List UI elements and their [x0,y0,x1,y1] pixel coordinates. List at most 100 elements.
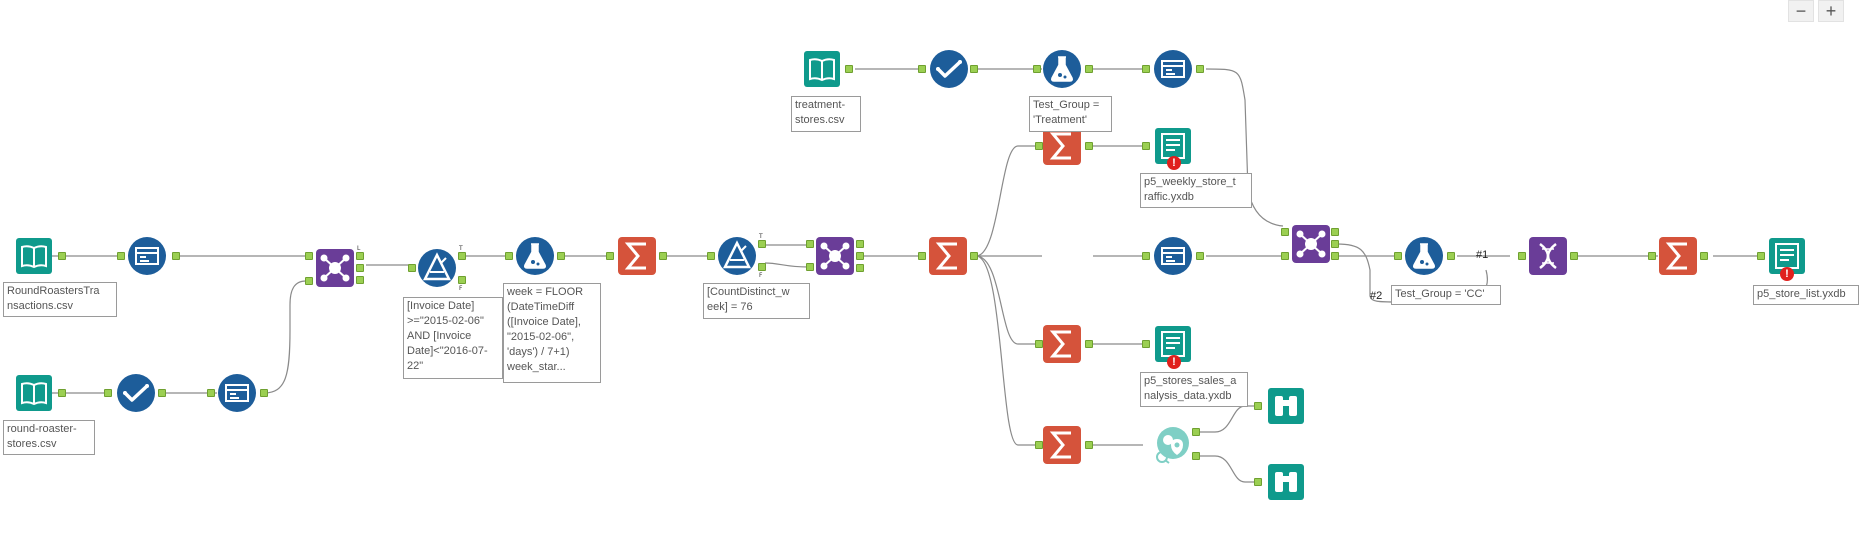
autofield-tool-stores[interactable] [116,373,156,413]
filter-false-anchor[interactable] [758,263,766,271]
input-data-tool-stores[interactable] [14,373,54,413]
input-anchor[interactable] [1142,252,1150,260]
input-anchor[interactable] [117,252,125,260]
output-anchor[interactable] [58,252,66,260]
spatial-out-anchor[interactable] [1192,452,1200,460]
input-anchor[interactable] [104,389,112,397]
output-anchor[interactable] [970,65,978,73]
zoom-out-button[interactable]: − [1788,0,1814,22]
input-anchor[interactable] [1394,252,1402,260]
input-anchor[interactable] [1254,402,1262,410]
join-l-out[interactable] [356,252,364,260]
input-anchor[interactable] [1033,65,1041,73]
filter-true-anchor[interactable] [758,240,766,248]
join-out-anchor[interactable] [1331,228,1339,236]
join-tool-3[interactable] [1291,224,1331,264]
formula-tool-treatment[interactable] [1042,49,1082,89]
join-left-anchor[interactable] [1281,228,1289,236]
join-r-out[interactable] [356,276,364,284]
summarize-tool-2[interactable] [928,236,968,276]
select-tool-transactions[interactable] [127,236,167,276]
filter-false-anchor[interactable] [458,276,466,284]
output-anchor[interactable] [1085,441,1093,449]
summarize-tool-bottom[interactable] [1042,425,1082,465]
zoom-in-button[interactable]: + [1818,0,1844,22]
join-out-anchor[interactable] [1331,240,1339,248]
dna-icon [1529,237,1567,275]
input-anchor[interactable] [1142,65,1150,73]
input-anchor[interactable] [1254,478,1262,486]
join-j-out[interactable] [356,264,364,272]
tag-hash1: #1 [1476,249,1489,261]
input-anchor[interactable] [707,252,715,260]
spatial-tool[interactable] [1153,425,1193,465]
select-tool-stores[interactable] [217,373,257,413]
filter-tool-invoice-date[interactable] [417,248,457,288]
input-anchor[interactable] [505,252,513,260]
summarize-tool-traffic[interactable] [1042,126,1082,166]
output-anchor[interactable] [1196,65,1204,73]
input-anchor[interactable] [1648,252,1656,260]
input-data-tool-transactions[interactable] [14,236,54,276]
input-anchor[interactable] [1142,340,1150,348]
join-left-anchor[interactable] [806,240,814,248]
output-anchor[interactable] [1196,252,1204,260]
output-anchor[interactable] [172,252,180,260]
output-anchor[interactable] [58,389,66,397]
output-anchor[interactable] [1700,252,1708,260]
join-out-anchor[interactable] [856,264,864,272]
input-anchor[interactable] [1035,441,1043,449]
output-anchor[interactable] [1085,340,1093,348]
formula-tool-cc[interactable] [1404,236,1444,276]
join-right-anchor[interactable] [806,263,814,271]
input-anchor[interactable] [1142,142,1150,150]
anchor-label-l: L [357,245,361,252]
autofield-tool-top[interactable] [929,49,969,89]
input-anchor[interactable] [918,65,926,73]
summarize-tool-1[interactable] [617,236,657,276]
input-anchor[interactable] [1035,142,1043,150]
sigma-icon [1659,237,1697,275]
input-anchor[interactable] [408,264,416,272]
output-anchor[interactable] [1085,142,1093,150]
select-tool-middle[interactable] [1153,236,1193,276]
filter-true-anchor[interactable] [458,252,466,260]
summarize-tool-sales[interactable] [1042,324,1082,364]
union-tool[interactable] [1528,236,1568,276]
join-out-anchor[interactable] [1331,252,1339,260]
formula-tool-week[interactable] [515,236,555,276]
input-data-tool-treatment-stores[interactable] [802,49,842,89]
output-anchor[interactable] [970,252,978,260]
output-anchor[interactable] [1085,65,1093,73]
filter-tool-count-distinct[interactable] [717,236,757,276]
input-anchor[interactable] [207,389,215,397]
union-input-anchor[interactable] [1518,252,1526,260]
output-anchor[interactable] [158,389,166,397]
summarize-tool-final[interactable] [1658,236,1698,276]
select-icon [1154,50,1192,88]
input-anchor[interactable] [1035,340,1043,348]
output-anchor[interactable] [260,389,268,397]
input-anchor[interactable] [918,252,926,260]
join-out-anchor[interactable] [856,252,864,260]
join-tool-1[interactable] [315,248,355,288]
output-anchor[interactable] [1570,252,1578,260]
spatial-out-anchor[interactable] [1192,428,1200,436]
join-right-anchor[interactable] [1281,252,1289,260]
output-anchor[interactable] [845,65,853,73]
join-right-anchor[interactable] [305,277,313,285]
join-tool-2[interactable] [815,236,855,276]
output-anchor[interactable] [1447,252,1455,260]
select-tool-top[interactable] [1153,49,1193,89]
output-anchor[interactable] [557,252,565,260]
join-left-anchor[interactable] [305,252,313,260]
output-tool-store-list[interactable] [1767,236,1807,276]
output-anchor[interactable] [659,252,667,260]
browse-tool-1[interactable] [1266,386,1306,426]
input-anchor[interactable] [1757,252,1765,260]
annotation-stores: round-roaster- stores.csv [3,420,95,455]
browse-tool-2[interactable] [1266,462,1306,502]
join-out-anchor[interactable] [856,240,864,248]
input-anchor[interactable] [606,252,614,260]
